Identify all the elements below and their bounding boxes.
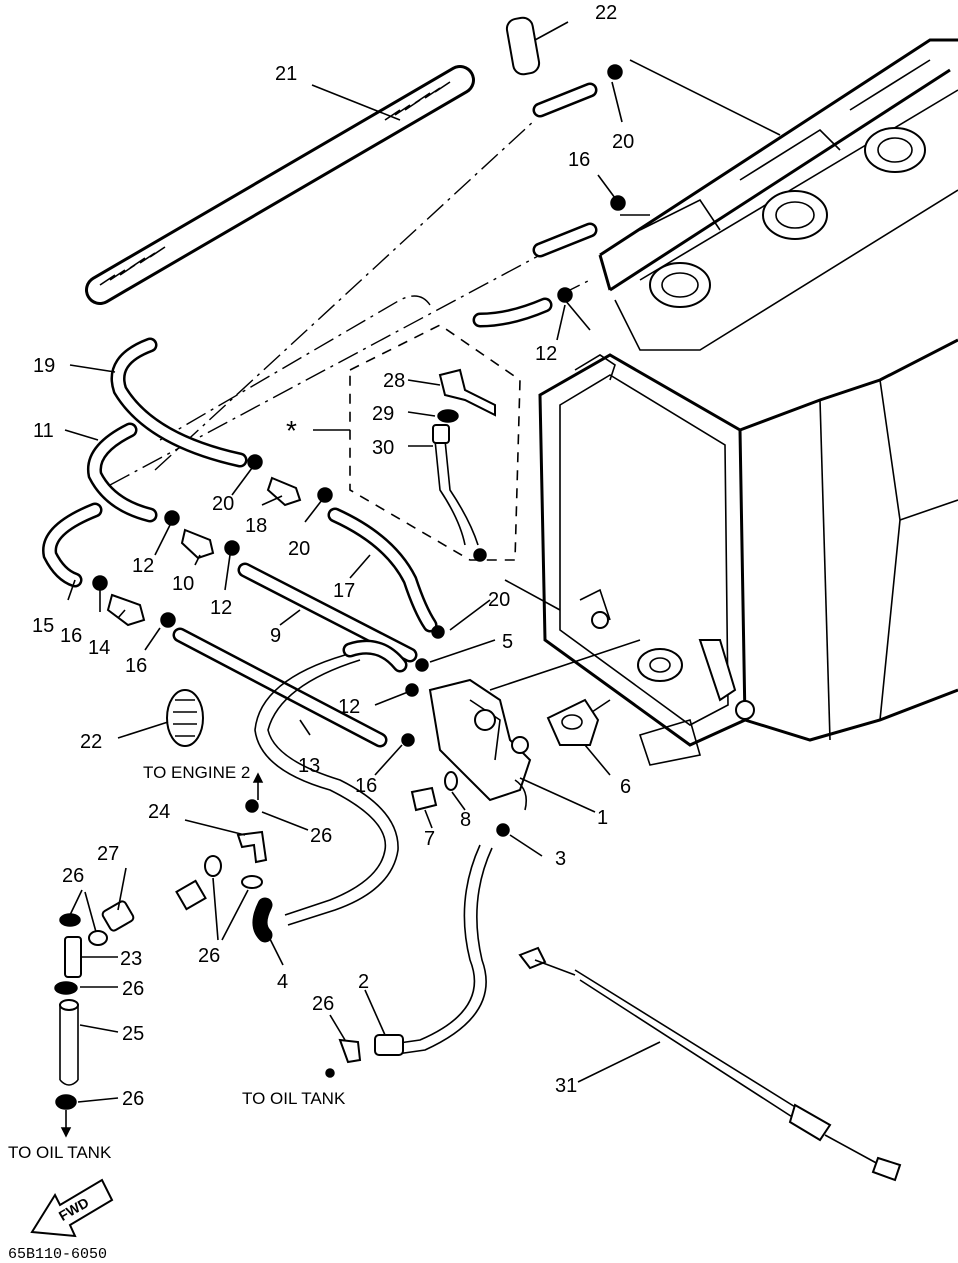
- to-oil-tank-center-label: TO OIL TANK: [242, 1089, 346, 1108]
- callout-11: 11: [33, 420, 54, 442]
- to-oil-tank-left-label: TO OIL TANK: [8, 1143, 112, 1162]
- callout-27: 27: [97, 843, 119, 865]
- callout-16a: 16: [568, 149, 590, 171]
- callout-25: 25: [122, 1023, 144, 1045]
- callout-8: 8: [460, 809, 471, 831]
- small-parts: [54, 64, 626, 1138]
- callout-10: 10: [172, 573, 194, 595]
- callout-12c: 12: [210, 597, 232, 619]
- drawing-code: 65B110-6050: [8, 1246, 107, 1263]
- callout-4: 4: [277, 971, 288, 993]
- callout-16b: 16: [60, 625, 82, 647]
- asterisk-mark: *: [286, 415, 297, 446]
- leader-lines: [64, 21, 661, 1103]
- callout-16c: 16: [125, 655, 147, 677]
- callout-12d: 12: [338, 696, 360, 718]
- to-engine-2-label: TO ENGINE 2: [143, 763, 250, 782]
- callout-14: 14: [88, 637, 110, 659]
- callout-6: 6: [620, 776, 631, 798]
- callout-20d: 20: [488, 589, 510, 611]
- callout-28: 28: [383, 370, 405, 392]
- callout-17: 17: [333, 580, 355, 602]
- callout-7: 7: [424, 828, 435, 850]
- callout-26c: 26: [198, 945, 220, 967]
- callout-29: 29: [372, 403, 394, 425]
- callout-labels: 1 2 3 4 5 6 7 8 9 10 11 12 12 12 12 13 1…: [32, 2, 634, 1110]
- callout-23: 23: [120, 948, 142, 970]
- callout-12a: 12: [535, 343, 557, 365]
- callout-26e: 26: [312, 993, 334, 1015]
- part-31-cable: [518, 946, 902, 1182]
- callout-30: 30: [372, 437, 394, 459]
- callout-16d: 16: [355, 775, 377, 797]
- callout-5: 5: [502, 631, 513, 653]
- callout-22b: 22: [80, 731, 102, 753]
- crankcase-drawing: [538, 338, 958, 766]
- callout-20a: 20: [612, 131, 634, 153]
- part-21-hose-protector: [85, 65, 475, 305]
- callout-31: 31: [555, 1075, 577, 1097]
- cylinder-head-drawing: [598, 38, 958, 351]
- callout-12b: 12: [132, 555, 154, 577]
- callout-20b: 20: [212, 493, 234, 515]
- fwd-arrow-icon: [30, 1178, 114, 1238]
- callout-26d: 26: [122, 978, 144, 1000]
- callout-15: 15: [32, 615, 54, 637]
- callout-24: 24: [148, 801, 170, 823]
- hoses: [42, 16, 598, 1056]
- callout-26a: 26: [310, 825, 332, 847]
- callout-26b: 26: [62, 865, 84, 887]
- callout-26f: 26: [122, 1088, 144, 1110]
- callout-21: 21: [275, 63, 297, 85]
- callout-20c: 20: [288, 538, 310, 560]
- callout-1: 1: [597, 807, 608, 829]
- callout-2: 2: [358, 971, 369, 993]
- optional-parts-box: [349, 324, 521, 561]
- callout-22a: 22: [595, 2, 617, 24]
- callout-18: 18: [245, 515, 267, 537]
- callout-13: 13: [298, 755, 320, 777]
- callout-3: 3: [555, 848, 566, 870]
- callout-9: 9: [270, 625, 281, 647]
- callout-19: 19: [33, 355, 55, 377]
